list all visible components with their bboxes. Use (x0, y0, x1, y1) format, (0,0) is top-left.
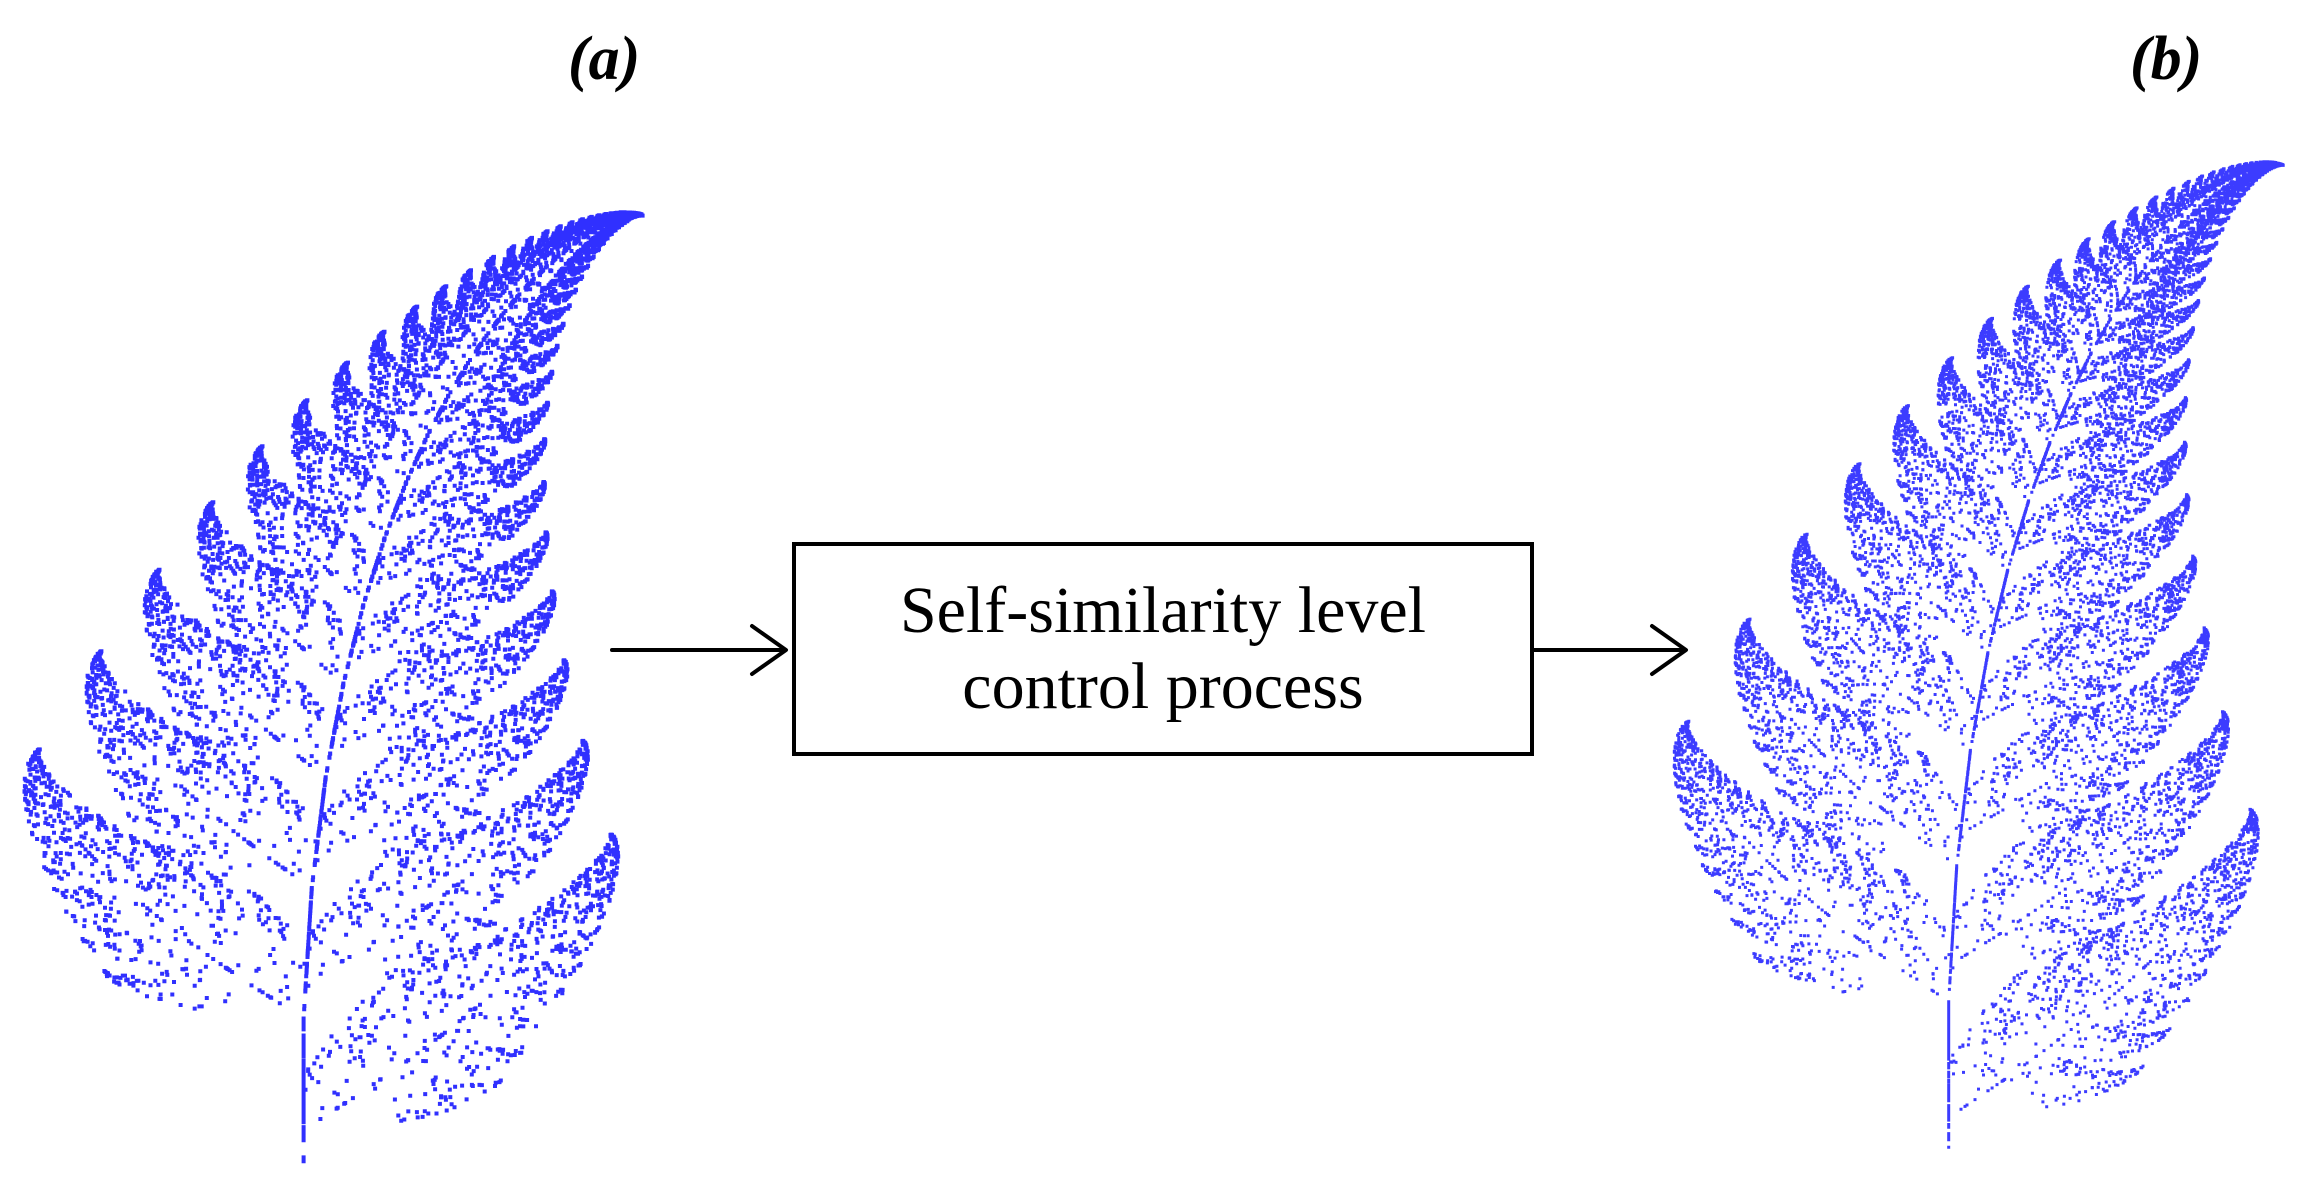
process-box: Self-similarity level control process (792, 542, 1534, 756)
fern-image-controlled (1672, 160, 2285, 1149)
process-text-line-2: control process (962, 650, 1364, 723)
fern-image-original (22, 210, 645, 1164)
process-text-line-1: Self-similarity level (899, 574, 1427, 648)
panel-label-b: (b) (2130, 25, 2203, 93)
process-text: Self-similarity level control process (900, 573, 1426, 725)
panel-label-a: (a) (568, 25, 641, 93)
